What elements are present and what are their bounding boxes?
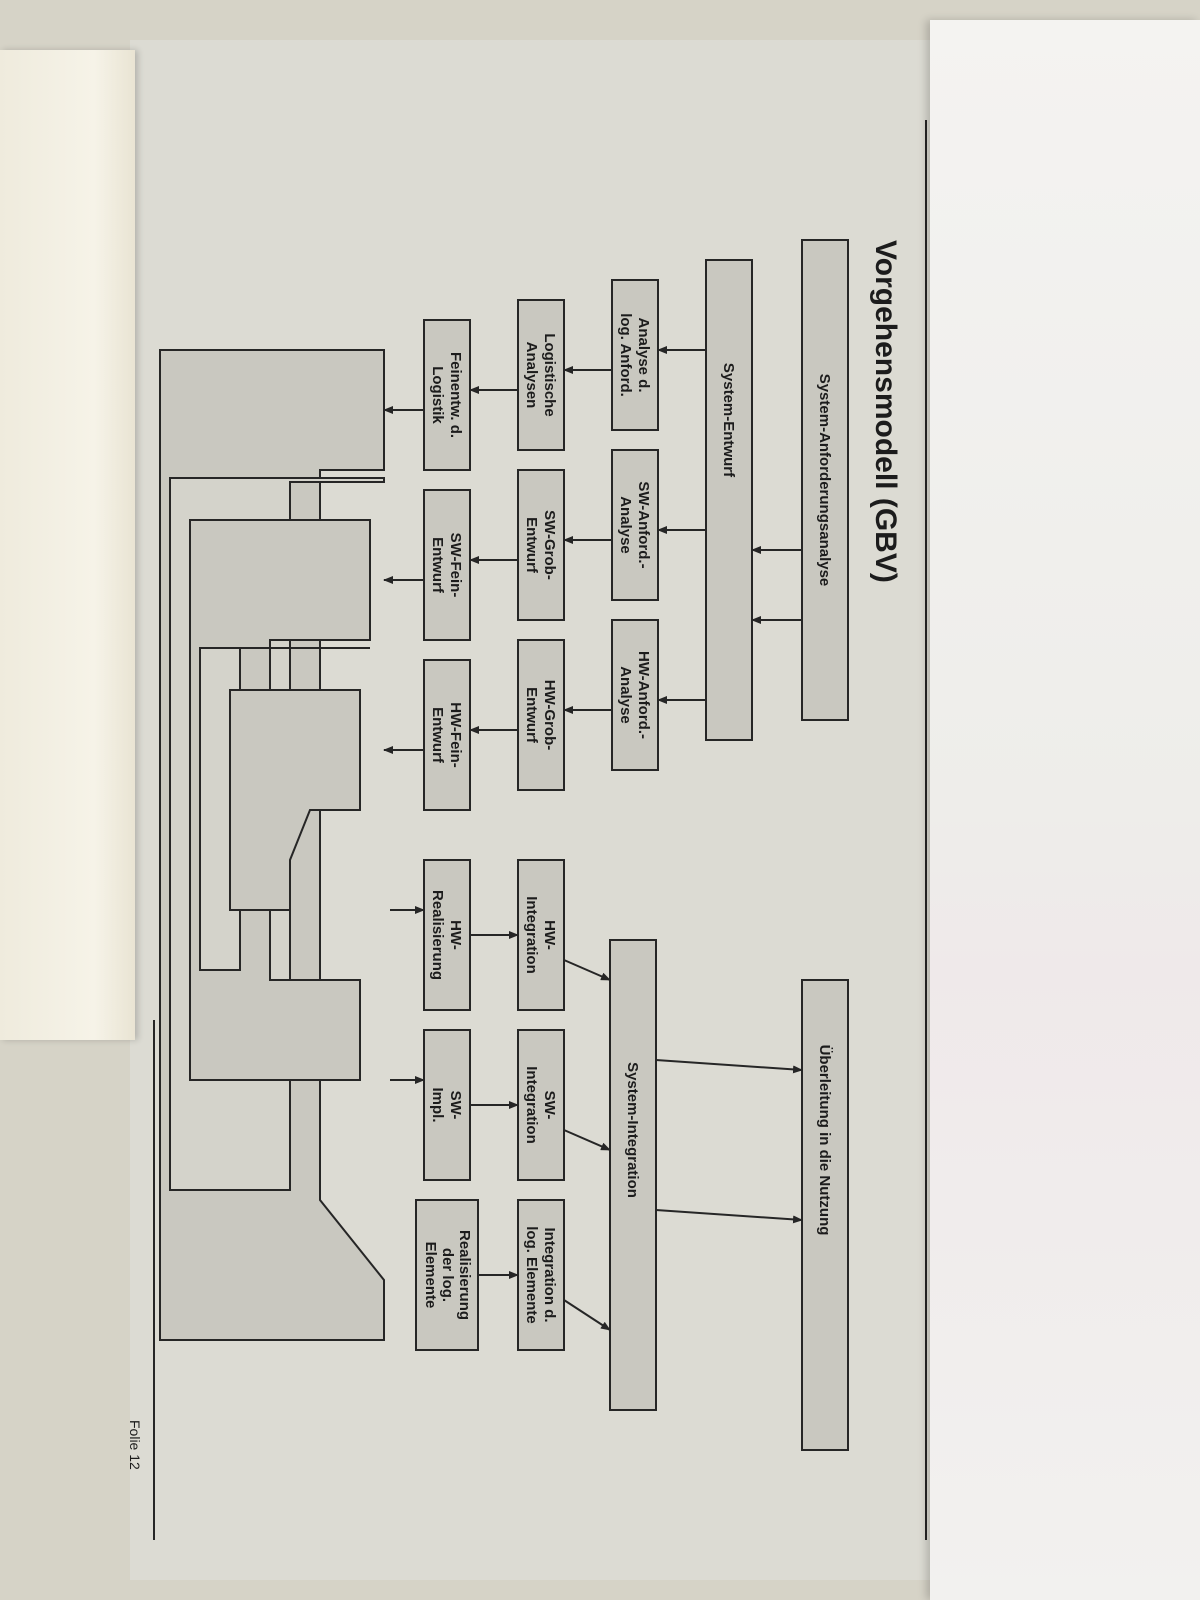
svg-text:System-Entwurf: System-Entwurf (720, 363, 737, 478)
process-diagram: Vorgehensmodell (GBV) System-Anforderung… (130, 120, 927, 1540)
line-2: Entwurf (429, 707, 446, 764)
line-1: Feinentw. d. (447, 352, 464, 438)
line-2: Analyse (617, 496, 634, 554)
svg-text:System-Anforderungsanalyse: System-Anforderungsanalyse (816, 374, 833, 587)
slide-footer: Folie 12 (130, 1420, 143, 1470)
arrow-sysint-to-ueberleitung-2 (655, 1209, 803, 1224)
line-1: SW- (447, 1091, 464, 1120)
trough-hw (229, 689, 361, 911)
line-1: HW-Grob- (541, 680, 558, 751)
line-2: der log. (439, 1248, 456, 1302)
box-hw-realisierung: HW- Realisierung (423, 859, 471, 1011)
line-1: SW-Grob- (541, 510, 558, 580)
box-feinentw-logistik: Feinentw. d. Logistik (423, 319, 471, 471)
line-1: Realisierung (456, 1230, 473, 1320)
box-logistische-analysen: Logistische Analysen (517, 299, 565, 451)
line-2: Realisierung (429, 890, 446, 980)
line-1: Logistische (541, 333, 558, 416)
box-system-anforderungsanalyse: System-Anforderungsanalyse (801, 239, 849, 721)
line-2: Entwurf (429, 537, 446, 594)
line-2: Logistik (429, 366, 446, 424)
arrow-swint-to-sysint (563, 1129, 611, 1151)
line-2: Analysen (523, 342, 540, 409)
box-realisierung-log-elemente: Realisierung der log. Elemente (415, 1199, 479, 1351)
box-sw-integration: SW- Integration (517, 1029, 565, 1181)
line-1: HW-Anford.- (635, 651, 652, 739)
line-1: SW-Anford.- (635, 481, 652, 568)
line-2: Entwurf (523, 517, 540, 574)
line-1: HW- (541, 920, 558, 950)
box-analyse-log-anford: Analyse d. log. Anford. (611, 279, 659, 431)
line-3: Elemente (422, 1242, 439, 1309)
box-hw-integration: HW- Integration (517, 859, 565, 1011)
box-sw-anford-analyse: SW-Anford.- Analyse (611, 449, 659, 601)
arrow-integr-to-sysint (563, 1299, 611, 1331)
box-hw-grob-entwurf: HW-Grob- Entwurf (517, 639, 565, 791)
left-paper-sheet (0, 50, 135, 1040)
box-system-entwurf: System-Entwurf (705, 259, 753, 741)
line-1: Integration d. (541, 1228, 558, 1323)
right-paper-sheet (930, 20, 1200, 1600)
box-sw-impl: SW- Impl. (423, 1029, 471, 1181)
box-hw-fein-entwurf: HW-Fein- Entwurf (423, 659, 471, 811)
svg-text:Überleitung in die Nutzung: Überleitung in die Nutzung (816, 1045, 833, 1236)
slide-title: Vorgehensmodell (GBV) (869, 240, 902, 583)
line-1: HW- (447, 920, 464, 950)
line-2: Entwurf (523, 687, 540, 744)
line-1: Analyse d. (635, 317, 652, 392)
line-2: Analyse (617, 666, 634, 724)
line-2: log. Elemente (523, 1226, 540, 1324)
line-1: SW- (541, 1091, 558, 1120)
line-2: Integration (523, 1066, 540, 1144)
arrow-hwint-to-sysint (563, 959, 611, 981)
line-2: Integration (523, 896, 540, 974)
line-1: HW-Fein- (447, 702, 464, 768)
svg-text:System-Integration: System-Integration (624, 1062, 641, 1198)
box-sw-grob-entwurf: SW-Grob- Entwurf (517, 469, 565, 621)
rotated-slide: Vorgehensmodell (GBV) System-Anforderung… (130, 120, 930, 1540)
arrow-sysint-to-ueberleitung-1 (655, 1059, 803, 1074)
line-1: SW-Fein- (447, 533, 464, 598)
box-hw-anford-analyse: HW-Anford.- Analyse (611, 619, 659, 771)
box-system-integration: System-Integration (609, 939, 657, 1411)
box-sw-fein-entwurf: SW-Fein- Entwurf (423, 489, 471, 641)
line-2: log. Anford. (617, 313, 634, 397)
box-integration-log-elemente: Integration d. log. Elemente (517, 1199, 565, 1351)
line-2: Impl. (429, 1087, 446, 1122)
box-ueberleitung-nutzung: Überleitung in die Nutzung (801, 979, 849, 1451)
